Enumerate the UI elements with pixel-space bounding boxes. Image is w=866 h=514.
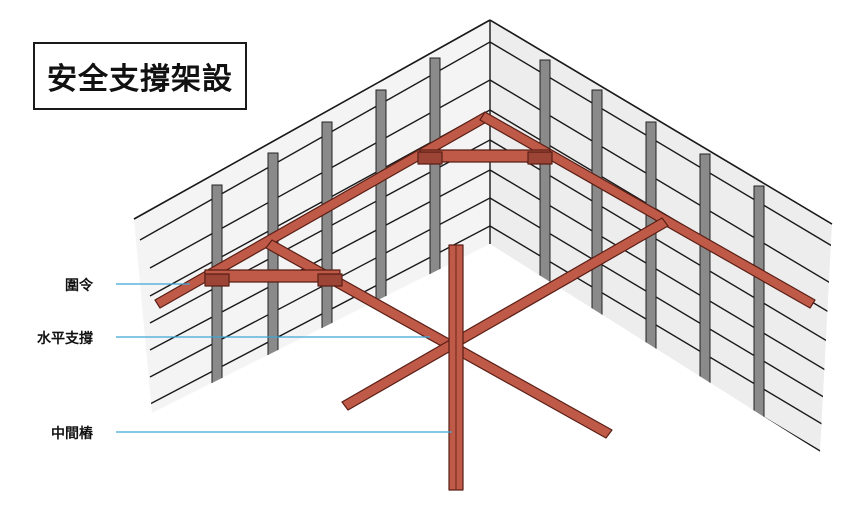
diagonal-strut-down-right xyxy=(265,239,613,439)
right-waler xyxy=(479,111,816,309)
diagram-title: 安全支撐架設 xyxy=(33,42,247,110)
label-center-post: 中間樁 xyxy=(51,426,93,442)
label-horizontal-strut: 水平支撐 xyxy=(37,331,93,347)
label-ring-beam: 圍令 xyxy=(65,278,93,294)
steel-bracing xyxy=(154,111,816,491)
leader-lines xyxy=(116,283,452,433)
